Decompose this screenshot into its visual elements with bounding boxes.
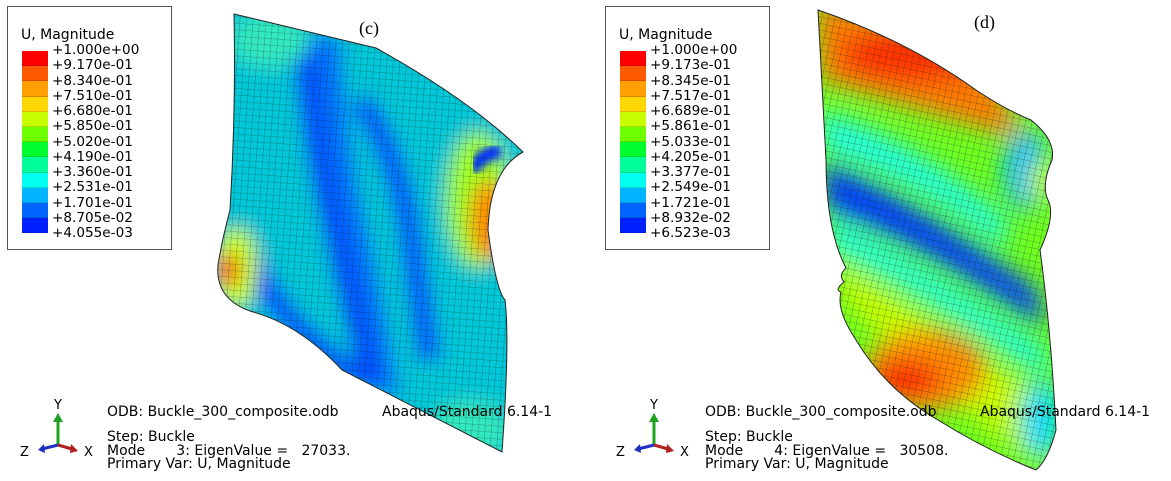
legend-value: +1.000e+00 bbox=[52, 42, 140, 58]
step-info-block: Step: Buckle Mode 4: EigenValue = 30508.… bbox=[705, 429, 949, 472]
legend-swatch bbox=[22, 202, 48, 219]
axis-y-arrowhead bbox=[53, 413, 63, 422]
legend-value: +9.173e-01 bbox=[650, 57, 731, 74]
axis-z-arrowhead bbox=[634, 444, 641, 453]
legend-swatch bbox=[22, 187, 48, 203]
axis-y-arrowhead bbox=[649, 413, 659, 422]
axis-y-label: Y bbox=[53, 398, 62, 413]
legend-value: +1.000e+00 bbox=[650, 42, 738, 58]
legend-value: +5.020e-01 bbox=[52, 133, 133, 150]
legend-value: +6.680e-01 bbox=[52, 103, 133, 119]
panel-label: (d) bbox=[974, 12, 995, 32]
contour-legend: U, Magnitude +1.000e+00 +9.170e-01 +8.34… bbox=[7, 6, 172, 250]
legend-value: +8.340e-01 bbox=[52, 72, 133, 89]
contour-legend: U, Magnitude +1.000e+00 +9.173e-01 +8.34… bbox=[605, 6, 770, 250]
axis-x-arrowhead bbox=[70, 444, 78, 453]
legend-swatch bbox=[620, 51, 646, 67]
axis-z-label: Z bbox=[616, 445, 625, 460]
legend-swatch bbox=[620, 66, 646, 82]
primary-var-line: Primary Var: U, Magnitude bbox=[107, 456, 291, 472]
legend-swatch bbox=[22, 157, 48, 173]
legend-value: +4.055e-03 bbox=[52, 225, 133, 241]
legend-color-bar bbox=[22, 51, 48, 234]
legend-color-bar bbox=[620, 51, 646, 234]
legend-values: +1.000e+00 +9.170e-01 +8.340e-01 +7.510e… bbox=[52, 42, 140, 241]
axis-z-label: Z bbox=[20, 445, 29, 460]
axis-x-arrowhead bbox=[666, 444, 674, 453]
legend-value: +5.033e-01 bbox=[650, 133, 731, 150]
legend-title: U, Magnitude bbox=[21, 27, 115, 43]
axis-triad: Y Z X bbox=[20, 398, 93, 460]
odb-info-block: ODB: Buckle_300_composite.odb bbox=[107, 404, 339, 420]
panel-label: (c) bbox=[359, 18, 379, 38]
legend-value: +5.850e-01 bbox=[52, 118, 133, 135]
legend-value: +4.190e-01 bbox=[52, 148, 133, 165]
primary-var-line: Primary Var: U, Magnitude bbox=[705, 456, 889, 472]
odb-line: ODB: Buckle_300_composite.odb bbox=[705, 404, 937, 420]
step-line: Step: Buckle bbox=[705, 429, 793, 445]
panel-mode-3: U, Magnitude +1.000e+00 +9.170e-01 +8.34… bbox=[0, 0, 585, 481]
step-info-block: Step: Buckle Mode 3: EigenValue = 27033.… bbox=[107, 429, 351, 472]
solver-label: Abaqus/Standard 6.14-1 bbox=[980, 404, 1151, 420]
legend-value: +1.701e-01 bbox=[52, 194, 133, 211]
legend-swatch bbox=[22, 96, 48, 112]
axis-y-label: Y bbox=[649, 398, 658, 413]
legend-value: +8.345e-01 bbox=[650, 72, 731, 89]
axis-x-arrow bbox=[57, 443, 73, 451]
step-line: Step: Buckle bbox=[107, 429, 195, 445]
axis-x-arrow bbox=[653, 443, 669, 451]
legend-swatch bbox=[22, 81, 48, 97]
odb-info-block: ODB: Buckle_300_composite.odb bbox=[705, 404, 937, 420]
legend-swatch bbox=[620, 81, 646, 97]
legend-value: +8.932e-02 bbox=[650, 209, 731, 226]
axis-z-arrowhead bbox=[38, 444, 45, 453]
deformed-plate-mesh bbox=[217, 13, 524, 453]
legend-value: +1.721e-01 bbox=[650, 194, 731, 211]
legend-swatch bbox=[620, 187, 646, 203]
legend-value: +7.510e-01 bbox=[52, 87, 133, 104]
legend-swatch bbox=[620, 96, 646, 112]
legend-swatch bbox=[620, 126, 646, 143]
axis-x-label: X bbox=[84, 445, 93, 460]
legend-swatch bbox=[22, 111, 48, 127]
legend-value: +5.861e-01 bbox=[650, 118, 731, 135]
axis-z-arrow bbox=[637, 443, 655, 451]
legend-swatch bbox=[620, 172, 646, 188]
legend-value: +6.523e-03 bbox=[650, 225, 731, 241]
legend-title: U, Magnitude bbox=[619, 27, 713, 43]
legend-value: +2.531e-01 bbox=[52, 179, 133, 196]
axis-x-label: X bbox=[680, 445, 689, 460]
legend-swatch bbox=[22, 66, 48, 82]
legend-swatch bbox=[22, 142, 48, 158]
legend-swatch bbox=[22, 126, 48, 143]
legend-value: +6.689e-01 bbox=[650, 103, 731, 119]
legend-swatch bbox=[620, 111, 646, 127]
legend-swatch bbox=[22, 218, 48, 234]
solver-label: Abaqus/Standard 6.14-1 bbox=[382, 404, 553, 420]
legend-swatch bbox=[620, 218, 646, 234]
legend-swatch bbox=[22, 51, 48, 67]
legend-swatch bbox=[22, 172, 48, 188]
legend-swatch bbox=[620, 142, 646, 158]
mode-line: Mode 4: EigenValue = 30508. bbox=[705, 442, 949, 459]
legend-value: +4.205e-01 bbox=[650, 148, 731, 165]
deformed-plate-mesh bbox=[817, 9, 1057, 471]
legend-value: +3.377e-01 bbox=[650, 164, 731, 180]
panel-mode-4: U, Magnitude +1.000e+00 +9.173e-01 +8.34… bbox=[586, 0, 1171, 481]
mode-line: Mode 3: EigenValue = 27033. bbox=[107, 442, 351, 459]
legend-value: +3.360e-01 bbox=[52, 164, 133, 180]
legend-value: +8.705e-02 bbox=[52, 209, 133, 226]
axis-z-arrow bbox=[41, 443, 59, 451]
odb-line: ODB: Buckle_300_composite.odb bbox=[107, 404, 339, 420]
legend-swatch bbox=[620, 157, 646, 173]
legend-value: +9.170e-01 bbox=[52, 57, 133, 74]
legend-values: +1.000e+00 +9.173e-01 +8.345e-01 +7.517e… bbox=[650, 42, 738, 241]
legend-swatch bbox=[620, 202, 646, 219]
axis-triad: Y Z X bbox=[616, 398, 689, 460]
legend-value: +2.549e-01 bbox=[650, 179, 731, 196]
legend-value: +7.517e-01 bbox=[650, 87, 731, 104]
